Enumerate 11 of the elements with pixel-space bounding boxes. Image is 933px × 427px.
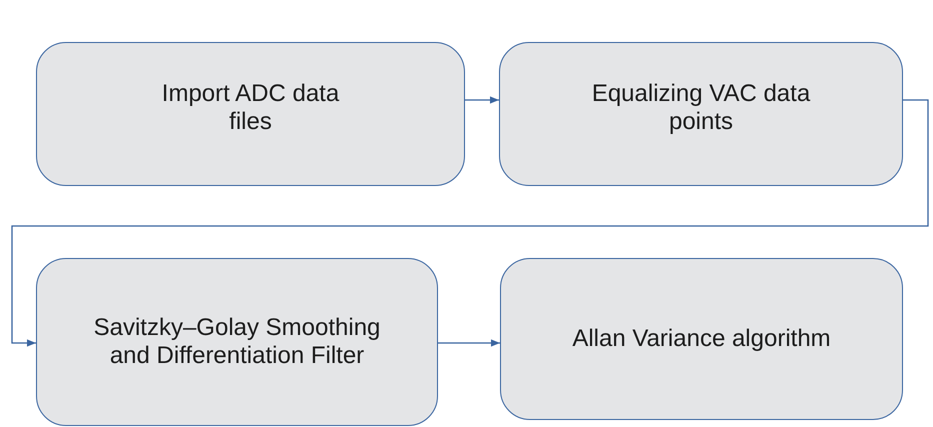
box-label: Equalizing VAC data points bbox=[590, 80, 812, 136]
arrow bbox=[11, 99, 929, 347]
box-label: Allan Variance algorithm bbox=[572, 325, 831, 353]
process-box bbox=[36, 258, 438, 426]
process-box bbox=[499, 42, 903, 186]
process-box bbox=[500, 258, 903, 420]
arrow bbox=[438, 339, 500, 347]
box-label: Savitzky–Golay Smoothing and Differentiation Filter bbox=[92, 314, 382, 370]
arrow bbox=[465, 96, 499, 104]
process-box bbox=[36, 42, 465, 186]
box-label: Import ADC data files bbox=[160, 80, 340, 136]
